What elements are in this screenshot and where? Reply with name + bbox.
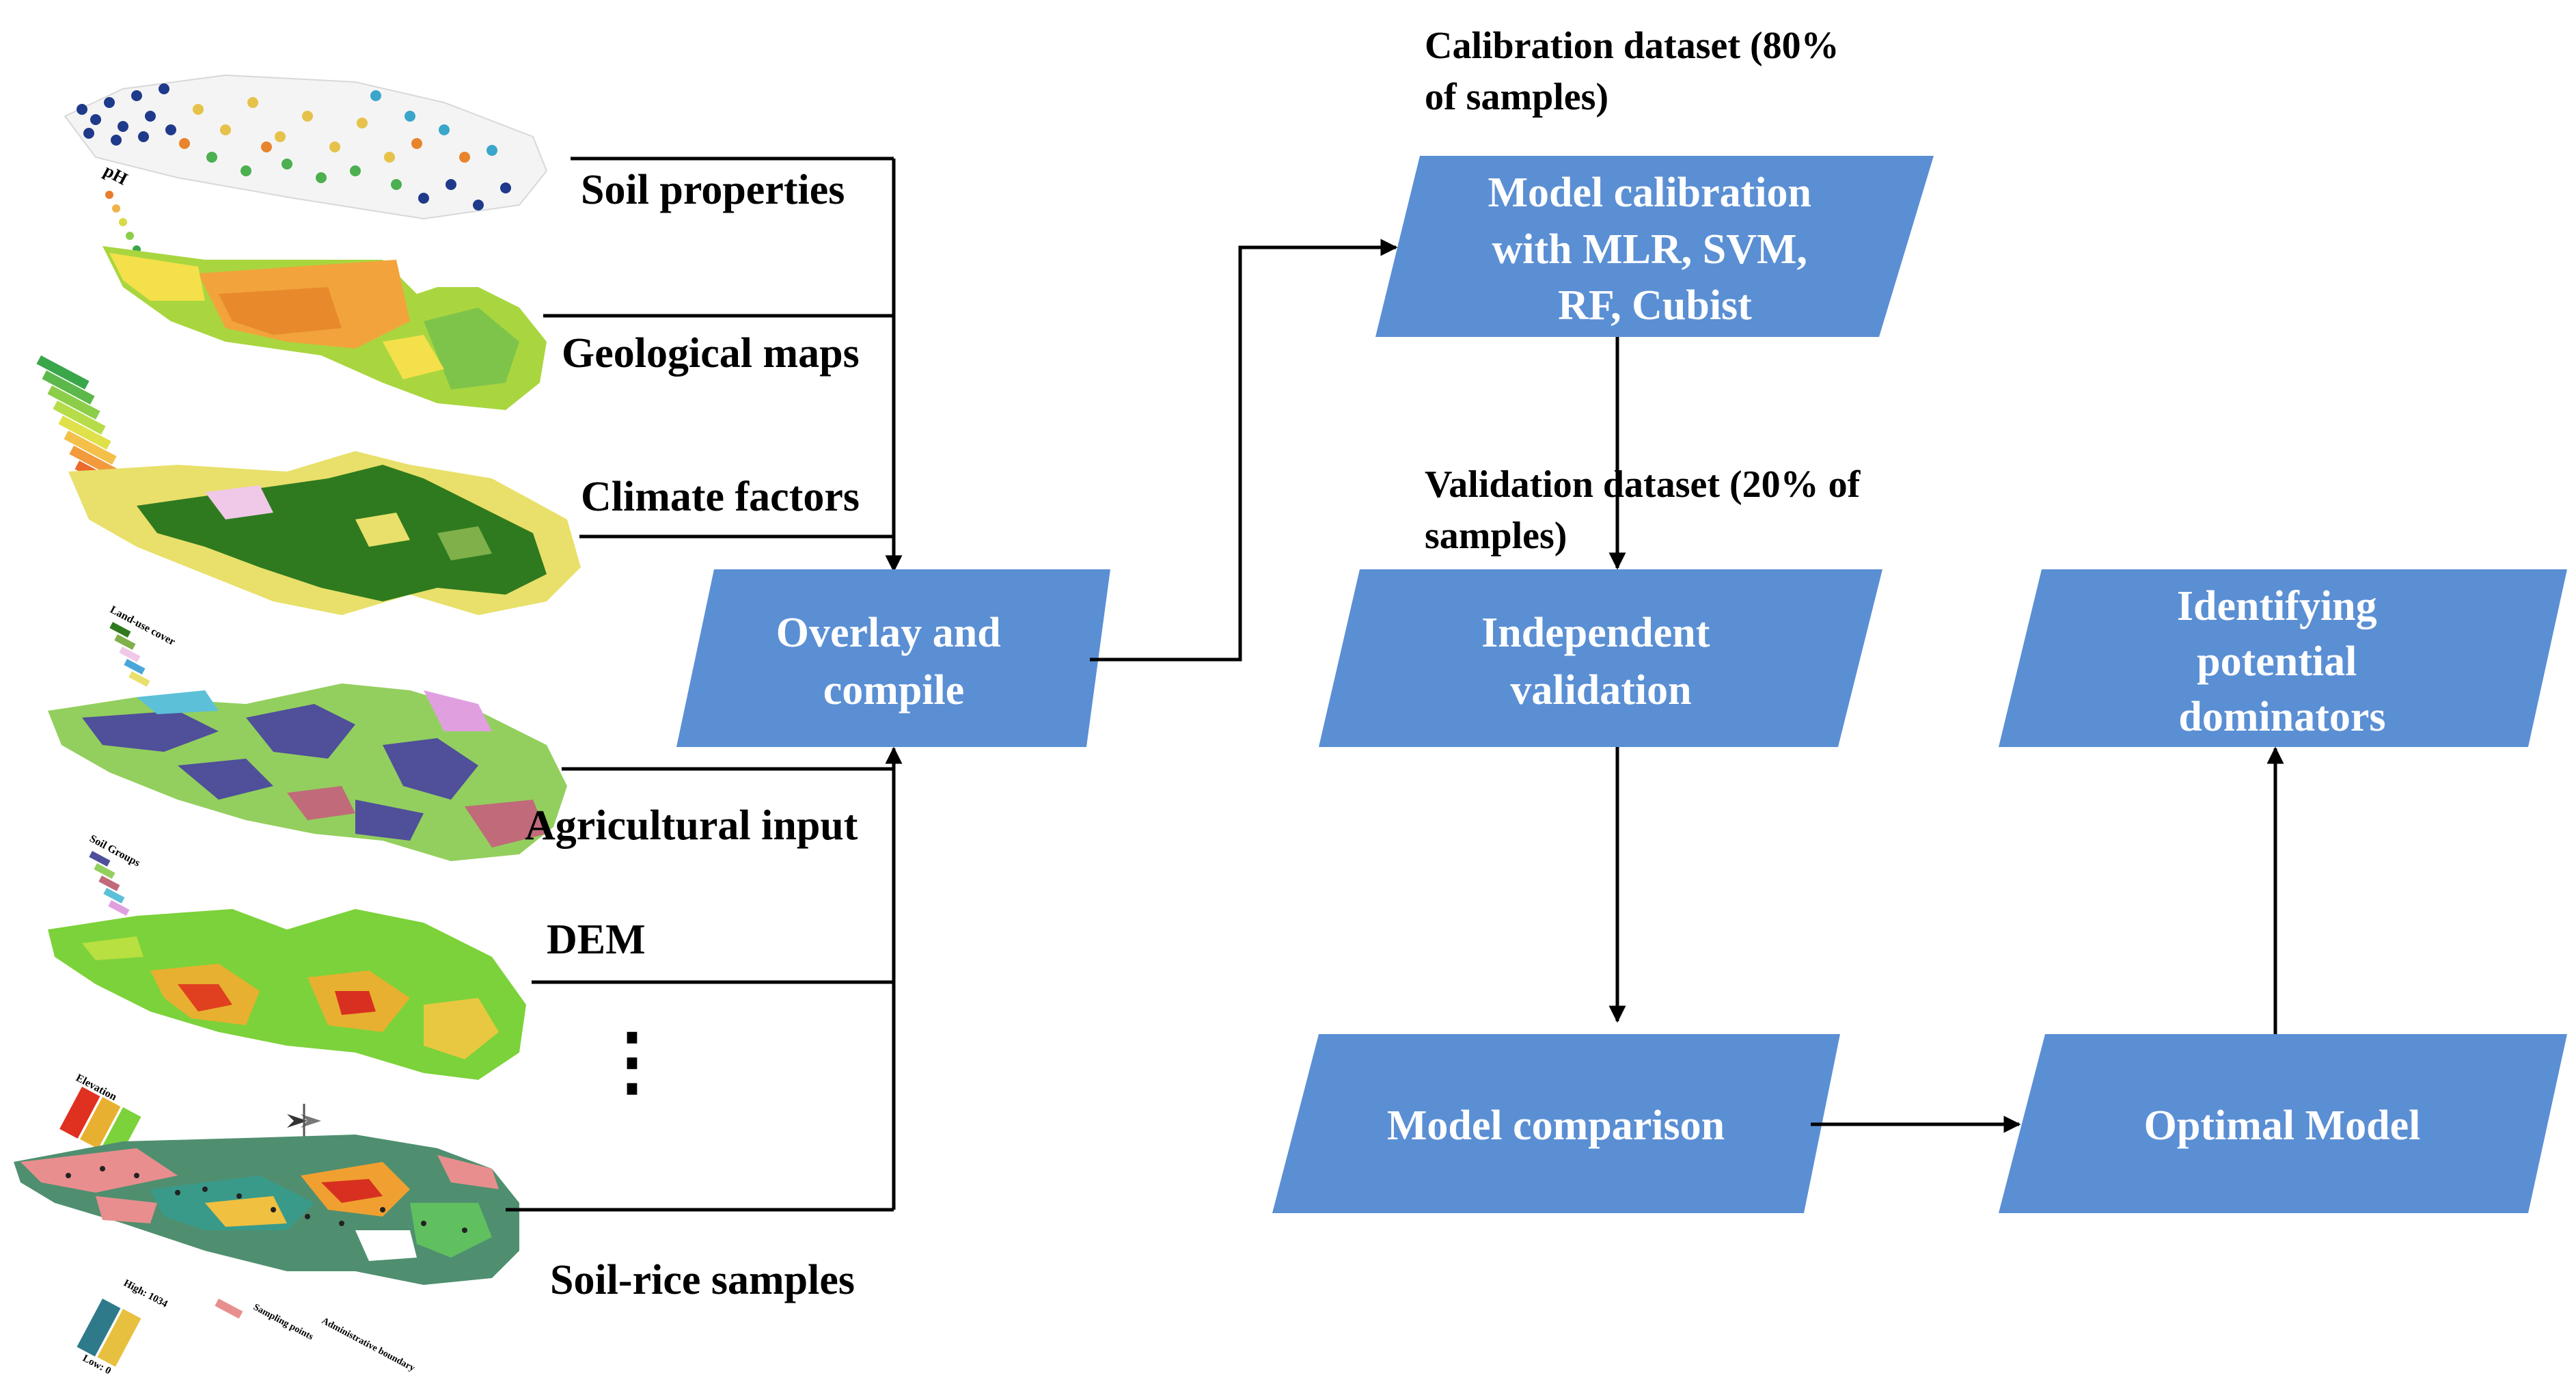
svg-text:Overlay and compile: Overlay and compile <box>776 610 1011 714</box>
geological-maps-label: Geological maps <box>562 330 860 377</box>
process-boxes: Overlay and compile Model calibration wi… <box>676 156 2567 1213</box>
validation-box-line-2: validation <box>1510 667 1691 714</box>
svg-text:Identifying potential: Identifying potential dominators <box>2177 583 2387 740</box>
input-labels: Soil properties Geological maps Climate … <box>525 167 860 1303</box>
climate-factors-label: Climate factors <box>581 474 860 520</box>
input-connectors <box>506 157 903 1212</box>
comparison-box: Model comparison <box>1272 1034 1840 1213</box>
dem-label: DEM <box>547 917 646 963</box>
soil-groups-legend-title: Soil Groups <box>87 833 142 869</box>
calibration-box: Model calibration with MLR, SVM, RF, Cub… <box>1375 156 1934 337</box>
soil-rice-samples-label: Soil-rice samples <box>550 1257 855 1303</box>
svg-text:Model comparison: Model comparison <box>1387 1102 1725 1149</box>
overlay-box-line-1: Overlay and <box>776 610 1001 656</box>
flow-arrows <box>1090 239 2284 1133</box>
agricultural-input-label: Agricultural input <box>525 802 858 849</box>
north-arrow-icon <box>287 1104 321 1138</box>
admin-boundary-label: Administrative boundary <box>320 1316 416 1374</box>
sampling-points-label: Sampling points <box>251 1302 315 1342</box>
geological-map <box>36 246 547 510</box>
calibration-box-line-2: with MLR, SVM, <box>1492 226 1807 273</box>
dataset-annotations: Calibration dataset (80% of samples) Val… <box>1425 25 1869 557</box>
elevation-high-label: High: 1034 <box>122 1277 169 1310</box>
overlay-box: Overlay and compile <box>676 569 1110 747</box>
soil-rice-sample-map: High: 1034 Low: 0 Sampling points Admini… <box>14 1135 519 1376</box>
svg-text:Model calibration with: Model calibration with MLR, SVM, RF, Cub… <box>1488 169 1822 329</box>
calibration-box-line-3: RF, Cubist <box>1558 282 1752 329</box>
svg-text:Independent validation: Independent validation <box>1481 610 1721 714</box>
calibration-box-line-1: Model calibration <box>1488 169 1811 216</box>
calibration-dataset-annotation: Calibration dataset (80% of samples) <box>1425 25 1849 118</box>
ph-sample-map: pH <box>64 74 548 281</box>
validation-dataset-line-1: Validation dataset (20% of <box>1425 463 1861 506</box>
validation-dataset-annotation: Validation dataset (20% of samples) <box>1425 463 1869 557</box>
map-stack: pH <box>14 74 581 1376</box>
soil-groups-map: Soil Groups <box>48 683 567 916</box>
ellipsis-label: ⋮ <box>594 1020 670 1103</box>
validation-box-line-1: Independent <box>1481 610 1710 656</box>
validation-dataset-line-2: samples) <box>1425 515 1567 557</box>
calibration-dataset-line-2: of samples) <box>1425 76 1608 118</box>
identifying-box-line-3: dominators <box>2178 694 2385 740</box>
optimal-box-line-1: Optimal Model <box>2144 1102 2421 1149</box>
validation-box: Independent validation <box>1319 569 1882 747</box>
optimal-box: Optimal Model <box>1999 1034 2567 1213</box>
soil-properties-label: Soil properties <box>581 167 845 213</box>
identifying-box-line-2: potential <box>2197 638 2357 685</box>
comparison-box-line-1: Model comparison <box>1387 1102 1725 1149</box>
land-use-legend: Land-use cover <box>108 604 177 687</box>
calibration-dataset-line-1: Calibration dataset (80% <box>1425 25 1839 67</box>
soil-rice-legend: High: 1034 Low: 0 Sampling points Admini… <box>77 1277 416 1376</box>
identifying-box: Identifying potential dominators <box>1999 569 2567 747</box>
svg-text:Optimal Model: Optimal Model <box>2144 1102 2421 1149</box>
dem-map: Elevation <box>48 909 526 1159</box>
soil-groups-legend: Soil Groups <box>87 833 142 916</box>
land-use-map: Land-use cover <box>68 451 581 687</box>
overlay-box-line-2: compile <box>823 667 965 714</box>
identifying-box-line-1: Identifying <box>2177 583 2377 629</box>
